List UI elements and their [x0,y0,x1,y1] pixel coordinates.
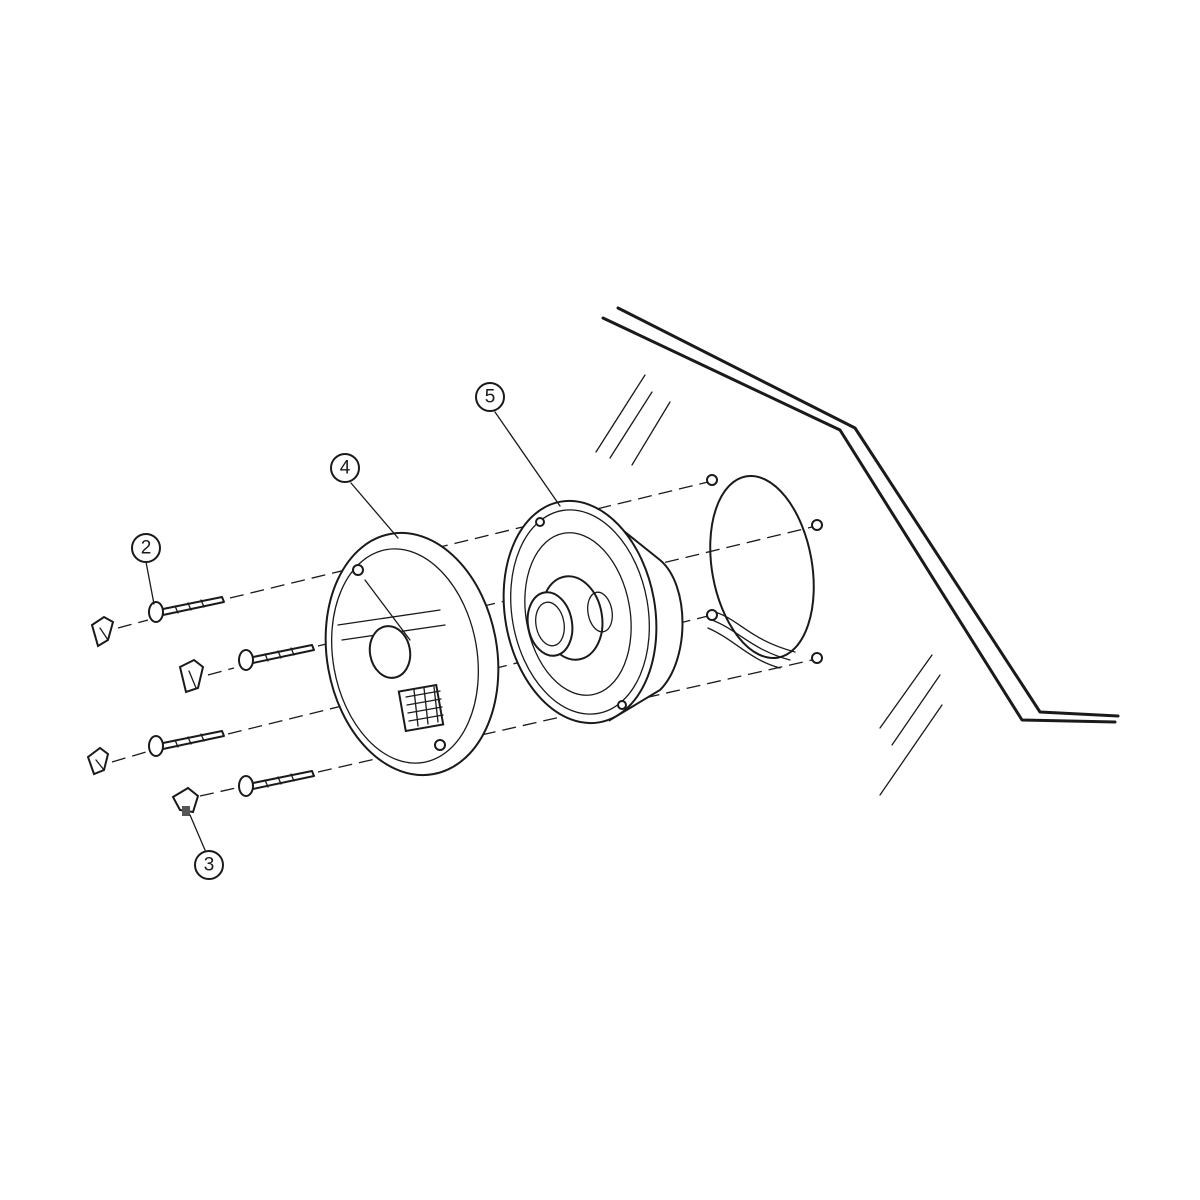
screw [238,644,315,671]
callout-4-label: 4 [340,458,351,479]
callout-4: 4 [330,453,360,483]
mount-hole [811,652,823,664]
clip-nut [90,615,115,648]
screw [238,770,315,797]
speaker-unit [502,499,684,725]
screw [148,730,225,757]
callout-3-label: 3 [204,855,215,876]
clip-nut [171,786,200,816]
mount-hole [706,609,718,621]
clip-nut [178,658,205,694]
speaker-grille [324,531,500,777]
callout-3: 3 [194,850,224,880]
callout-2: 2 [131,533,161,563]
callout-5: 5 [475,382,505,412]
mount-hole [811,519,823,531]
door-panel-outline [595,306,1120,796]
mount-hole [706,474,718,486]
screw [148,596,225,623]
clip-nut [86,746,110,776]
callout-leaders [145,411,561,851]
callout-2-label: 2 [141,538,152,559]
door-speaker-opening [706,474,823,669]
callout-5-label: 5 [485,387,496,408]
